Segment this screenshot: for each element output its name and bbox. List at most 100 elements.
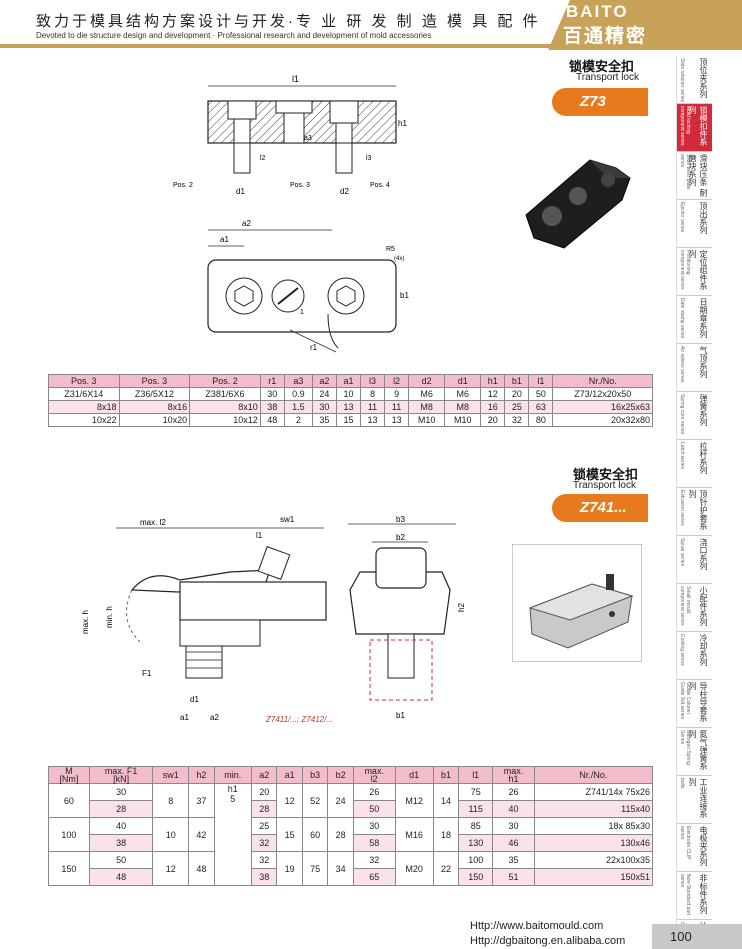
table-header-cell: Nr./No. bbox=[552, 374, 653, 388]
table-cell: Z741/14x 75x26 bbox=[533, 783, 654, 801]
dim-maxh: max. h bbox=[81, 610, 90, 634]
dim-b1-2: b1 bbox=[396, 711, 405, 720]
table-header-cell: Pos. 3 bbox=[118, 374, 191, 388]
table-cell: 22 bbox=[432, 851, 460, 886]
sidebar-item-0[interactable]: 顶位夹系列 Slide retainer series bbox=[676, 56, 712, 104]
table-cell: 10x22 bbox=[48, 413, 120, 427]
table-cell: 63 bbox=[528, 400, 554, 414]
table-cell: Z73/12x20x50 bbox=[552, 387, 653, 401]
front-lever-head bbox=[375, 547, 427, 589]
section2-title-cn: 锁模安全扣 bbox=[573, 467, 639, 482]
clamp-top-photo bbox=[528, 583, 634, 621]
sidebar-item-label-en: Guide Column Guide Set series bbox=[679, 682, 691, 719]
table-cell: 75 bbox=[458, 783, 494, 801]
sidebar-item-label-cn: 导柱导套系列 bbox=[688, 682, 708, 722]
table-cell: 26 bbox=[352, 783, 396, 801]
hex-socket-left bbox=[234, 285, 254, 307]
page-number: 100 bbox=[652, 924, 742, 949]
bolt-hole-2 bbox=[569, 187, 587, 205]
dim-a2-2: a2 bbox=[210, 713, 219, 722]
table-cell: 28 bbox=[327, 817, 354, 852]
sidebar-item-label-cn: 滑块压条 耐磨块系列 bbox=[688, 154, 708, 197]
table-cell: 48 bbox=[259, 413, 285, 427]
bore-right bbox=[335, 122, 353, 144]
table-cell: M20 bbox=[394, 851, 434, 886]
dim-d2: d2 bbox=[340, 187, 349, 196]
table-cell: 10 bbox=[152, 817, 190, 852]
hex-socket-right bbox=[336, 285, 356, 307]
table-header-cell: d1 bbox=[394, 766, 434, 784]
dim-r5: R5 bbox=[386, 246, 395, 253]
front-stud bbox=[387, 633, 415, 679]
table-header-cell: d2 bbox=[408, 374, 446, 388]
table-cell: 1.5 bbox=[283, 400, 313, 414]
sidebar-item-label-cn: 冷却系列 bbox=[699, 634, 708, 666]
section2-title-en: Transport lock bbox=[573, 480, 636, 491]
sidebar-item-label-en: Sprue series bbox=[679, 538, 685, 567]
dim-one: 1 bbox=[300, 309, 304, 316]
dim-l2: l2 bbox=[260, 155, 266, 162]
table-cell: 35 bbox=[311, 413, 337, 427]
sidebar-item-label-cn: 顶针护套系列 bbox=[688, 490, 708, 530]
sidebar-item-label-cn: 气顶系列 bbox=[699, 346, 708, 378]
sidebar-item-label-en: Electrode CLIP series bbox=[679, 826, 691, 860]
table-cell: 150 bbox=[458, 868, 494, 886]
table-cell: 25 bbox=[504, 400, 530, 414]
table-cell: Z381/6X6 bbox=[189, 387, 261, 401]
table-cell: 11 bbox=[384, 400, 410, 414]
table-header-cell: a1 bbox=[276, 766, 303, 784]
table-cell: M12 bbox=[394, 783, 434, 818]
sidebar-item-label-en: Slide retainer series bbox=[679, 58, 685, 103]
table-cell: 130x46 bbox=[533, 834, 654, 852]
footer-url-1[interactable]: Http://www.baitomould.com bbox=[470, 920, 604, 932]
sidebar-item-label-en: Latch series bbox=[679, 442, 685, 469]
dim-a2: a2 bbox=[242, 219, 251, 228]
table-cell: 32 bbox=[504, 413, 530, 427]
table-cell: 14 bbox=[432, 783, 460, 818]
dim-d1: d1 bbox=[236, 187, 245, 196]
sidebar-item-label-cn: 顶位夹系列 bbox=[699, 58, 708, 98]
z741-drawing: max. l2 l1 sw1 max. h min. h F1 d1 a1 a2… bbox=[81, 515, 466, 724]
table-header-cell: r1 bbox=[259, 374, 285, 388]
label-pos3: Pos. 3 bbox=[290, 182, 310, 189]
mount-slot-dashed bbox=[369, 639, 433, 701]
dim-h2: h2 bbox=[457, 603, 466, 612]
sidebar-item-label-cn: 顶出系列 bbox=[699, 202, 708, 234]
table-cell: M10 bbox=[408, 413, 446, 427]
table-cell: 37 bbox=[188, 783, 215, 818]
ref-label: Z7411/...; Z7412/... bbox=[265, 715, 333, 724]
sidebar-item-label-cn: 日期章系列 bbox=[699, 298, 708, 338]
table-cell: 18x 85x30 bbox=[533, 817, 654, 835]
dim-r5-tol: (4x) bbox=[394, 256, 404, 262]
table-header-cell: max. F1 [kN] bbox=[88, 766, 154, 784]
table-cell: Z36/5X12 bbox=[118, 387, 191, 401]
bore-left bbox=[233, 118, 251, 144]
bore-mid bbox=[283, 112, 305, 144]
table-cell: M6 bbox=[444, 387, 482, 401]
section1-code-badge: Z73 bbox=[552, 88, 648, 116]
footer-url-2[interactable]: Http://dgbaitong.en.alibaba.com bbox=[470, 935, 626, 947]
sidebar-item-label-en: Extrusion series bbox=[679, 490, 685, 526]
table-cell: 58 bbox=[352, 834, 396, 852]
